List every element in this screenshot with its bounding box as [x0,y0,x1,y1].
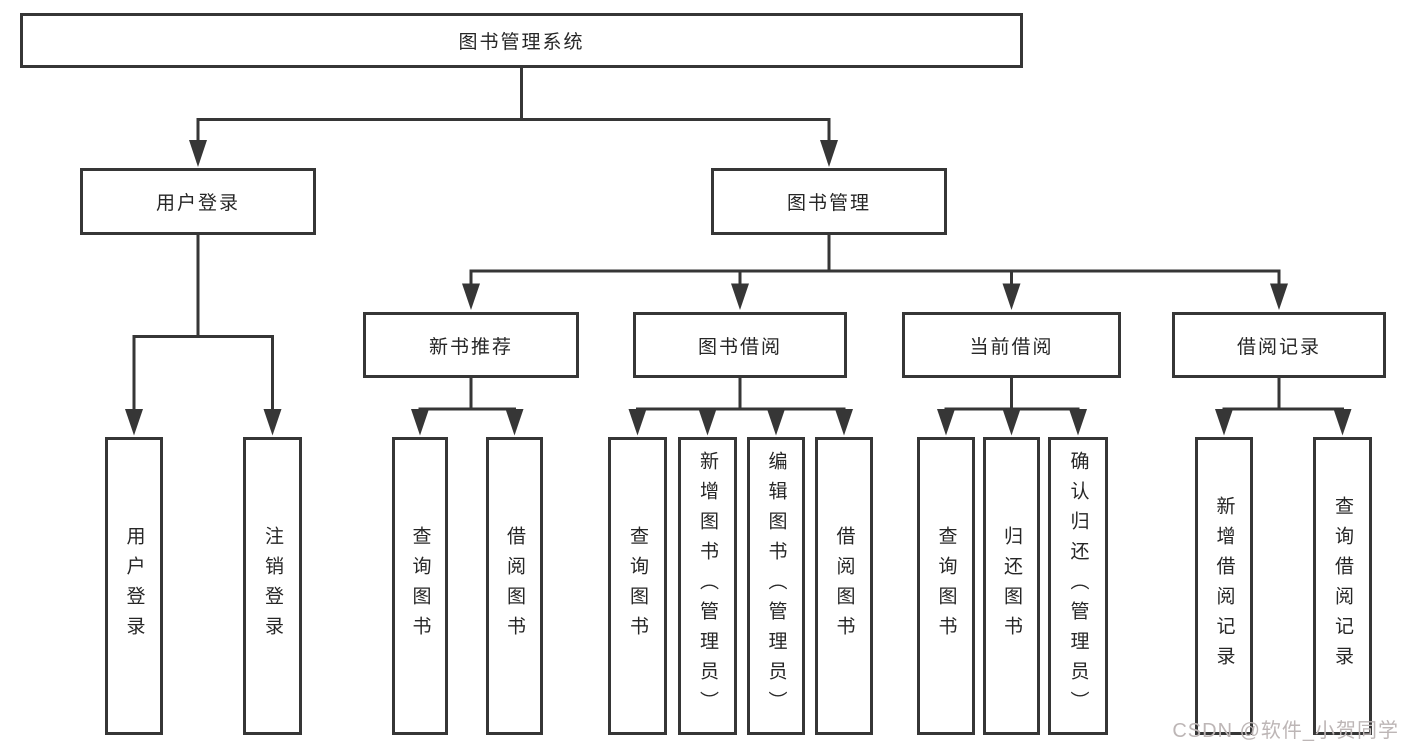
node-label: 当前借阅 [969,336,1054,358]
node-current-borrow: 当前借阅 [902,312,1121,378]
leaf-query-books-current: 查询图书 [917,437,975,735]
node-book-borrow: 图书借阅 [633,312,847,378]
node-label: 图书管理 [786,193,871,214]
node-label: 用户登录 [155,193,240,214]
node-label: 注销登录 [262,526,283,646]
leaf-query-books-borrow: 查询图书 [608,437,667,735]
leaf-query-borrow-record: 查询借阅记录 [1313,437,1372,735]
leaf-borrow-books: 借阅图书 [815,437,873,735]
connector-userlogin-bar [132,335,274,428]
csdn-watermark: CSDN @软件_小贺同学 [1172,720,1399,742]
node-borrow-records: 借阅记录 [1172,312,1386,378]
arrowheads [125,140,1352,436]
connector-recommend-bar [418,407,516,428]
connector-borrow-bar [636,407,846,428]
node-label: 确认归还（管理员） [1067,451,1089,721]
node-label: 借阅图书 [504,526,525,646]
leaf-query-books-recommend: 查询图书 [392,437,448,735]
node-label: 查询图书 [935,526,957,646]
node-label: 借阅记录 [1236,336,1321,358]
leaf-borrow-books-recommend: 借阅图书 [486,437,543,735]
node-label: 图书管理系统 [458,32,585,53]
node-label: 查询图书 [627,526,648,646]
node-label: 查询图书 [409,526,431,646]
node-label: 新书推荐 [428,336,513,358]
leaf-confirm-return-admin: 确认归还（管理员） [1048,437,1108,735]
node-label: 图书借阅 [697,336,782,358]
leaf-return-books: 归还图书 [983,437,1040,735]
node-label: 编辑图书（管理员） [765,451,787,721]
node-library-management-system: 图书管理系统 [20,13,1023,68]
leaf-user-login: 用户登录 [105,437,163,735]
node-user-login: 用户登录 [80,168,316,235]
node-new-book-recommend: 新书推荐 [363,312,579,378]
connector-bookmgmt-bar [469,269,1281,303]
leaf-logout: 注销登录 [243,437,302,735]
leaf-edit-books-admin: 编辑图书（管理员） [747,437,805,735]
node-book-management: 图书管理 [711,168,947,235]
node-label: 新增借阅记录 [1213,496,1235,676]
connector-records-bar [1222,407,1344,428]
node-label: 新增图书（管理员） [697,451,718,721]
connector-root-bar [196,118,831,163]
node-label: 借阅图书 [833,526,855,646]
node-label: 归还图书 [1001,526,1022,646]
node-label: 用户登录 [123,526,145,646]
leaf-add-borrow-record: 新增借阅记录 [1195,437,1253,735]
leaf-add-books-admin: 新增图书（管理员） [678,437,737,735]
node-label: 查询借阅记录 [1332,496,1353,676]
